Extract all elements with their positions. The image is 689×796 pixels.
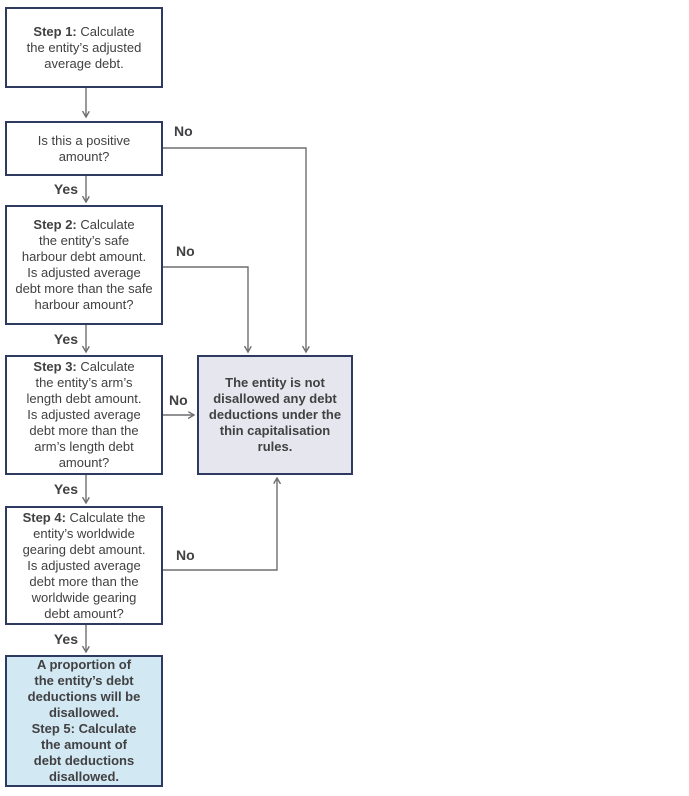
disallowed-result-box: A proportion of the entity’s debt deduct… [5,655,163,787]
step1-body: the entity’s adjusted average debt. [26,39,142,71]
no-label: No [174,123,193,139]
not-disallowed-result-text: The entity is not disallowed any debt de… [208,375,342,454]
step4-first-rest: Calculate the [65,509,146,525]
no-label: No [169,392,188,408]
step4-label: Step 4: [22,509,66,525]
disallowed-result-text: A proportion of the entity’s debt deduct… [27,657,141,784]
step2-box: Step 2: Calculate the entity’s safe harb… [5,205,163,325]
yes-label: Yes [53,481,78,497]
step3-text: Step 3: Calculate the entity’s arm’s len… [27,359,142,471]
arrow-no-step2-to-not-disallowed [163,266,248,352]
node-first-line: Step 1: Calculate [33,24,134,39]
step4-text: Step 4: Calculate the entity’s worldwide… [23,510,146,622]
step1-first-rest: Calculate [76,23,135,39]
step3-box: Step 3: Calculate the entity’s arm’s len… [5,355,163,475]
yes-label: Yes [53,331,78,347]
yes-label: Yes [53,181,78,197]
step2-body: the entity’s safe harbour debt amount. I… [15,233,153,312]
step2-text: Step 2: Calculate the entity’s safe harb… [15,217,152,313]
step3-label: Step 3: [33,359,77,374]
node-first-line: Step 4: Calculate the [23,510,146,525]
node-first-line: Step 3: Calculate [33,359,134,374]
node-first-line: Step 2: Calculate [33,217,134,232]
step2-label: Step 2: [33,217,77,232]
positive-amount-question-box: Is this a positive amount? [5,121,163,176]
step1-label: Step 1: [33,23,77,39]
step3-first-rest: Calculate [76,359,135,374]
step1-text: Step 1: Calculate the entity’s adjusted … [27,24,142,72]
step4-body: entity’s worldwide gearing debt amount. … [22,525,146,621]
step1-box: Step 1: Calculate the entity’s adjusted … [5,7,163,88]
no-label: No [176,243,195,259]
step3-body: the entity’s arm’s length debt amount. I… [26,375,142,470]
step4-box: Step 4: Calculate the entity’s worldwide… [5,506,163,625]
step2-first-rest: Calculate [76,217,135,232]
yes-label: Yes [53,631,78,647]
positive-amount-question-text: Is this a positive amount? [37,132,131,164]
no-label: No [176,547,195,563]
not-disallowed-result-box: The entity is not disallowed any debt de… [197,355,353,475]
